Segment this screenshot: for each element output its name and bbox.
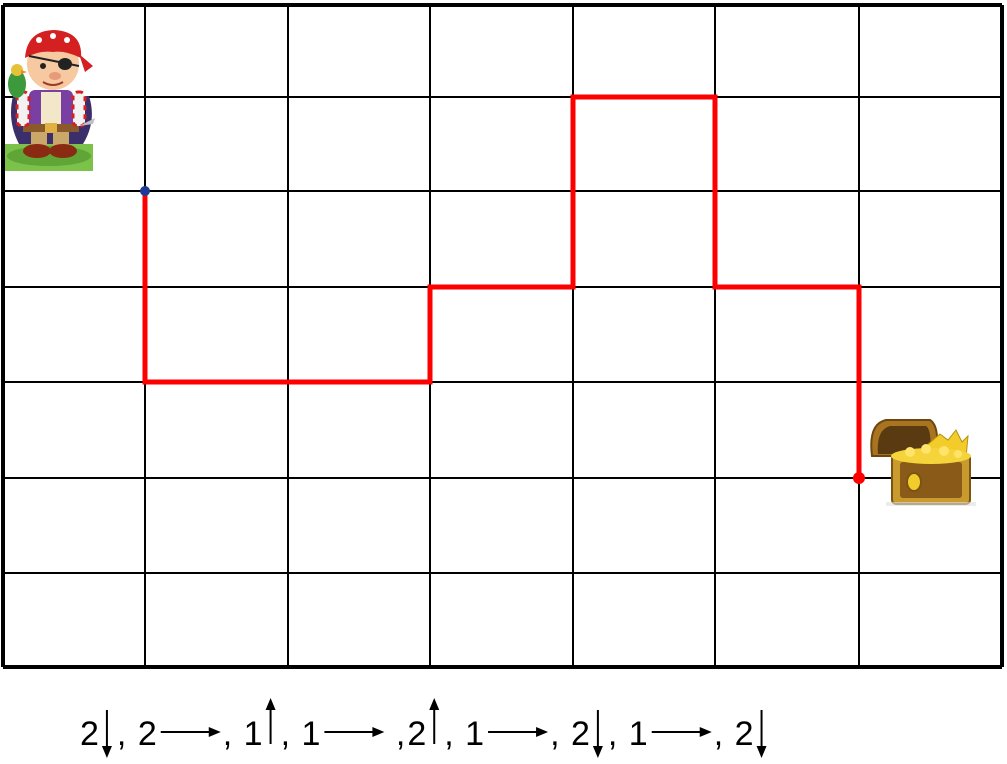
arrow-down-icon (101, 710, 112, 758)
arrow-right-icon (488, 727, 549, 737)
arrow-down-icon (756, 710, 767, 758)
instruction-count: 1 (301, 715, 320, 753)
instruction-separator: , (444, 715, 463, 753)
instruction-count: 2 (571, 715, 590, 753)
instruction-count: 1 (465, 715, 484, 753)
instruction-count: 2 (735, 715, 754, 753)
route-start-marker (140, 186, 150, 196)
treasure-chest-icon (870, 419, 976, 506)
grid-board (1, 3, 1004, 669)
instruction-separator: , (223, 715, 242, 753)
arrow-up-icon (429, 698, 440, 744)
arrow-up-icon (265, 698, 276, 744)
arrow-down-icon (592, 710, 603, 758)
treasure-route (142, 94, 862, 478)
instruction-separator: , (608, 715, 627, 753)
grid-lines (1, 3, 1004, 669)
instruction-separator: , (714, 715, 733, 753)
instruction-separator: , (117, 715, 136, 753)
pirate-icon (5, 30, 95, 171)
instruction-separator: , (386, 715, 405, 753)
instruction-count: 2 (80, 715, 99, 753)
arrow-right-icon (324, 727, 385, 737)
instruction-count: 1 (629, 715, 648, 753)
arrow-right-icon (651, 727, 712, 737)
route-end-marker (853, 472, 865, 484)
instruction-separator: , (550, 715, 569, 753)
move-instructions: 2, 2, 1, 1 ,2, 1, 2, 1, 2 (80, 698, 767, 758)
instruction-separator: , (281, 715, 300, 753)
instruction-count: 2 (407, 715, 426, 753)
instruction-count: 2 (138, 715, 157, 753)
arrow-right-icon (160, 727, 221, 737)
instruction-count: 1 (244, 715, 263, 753)
